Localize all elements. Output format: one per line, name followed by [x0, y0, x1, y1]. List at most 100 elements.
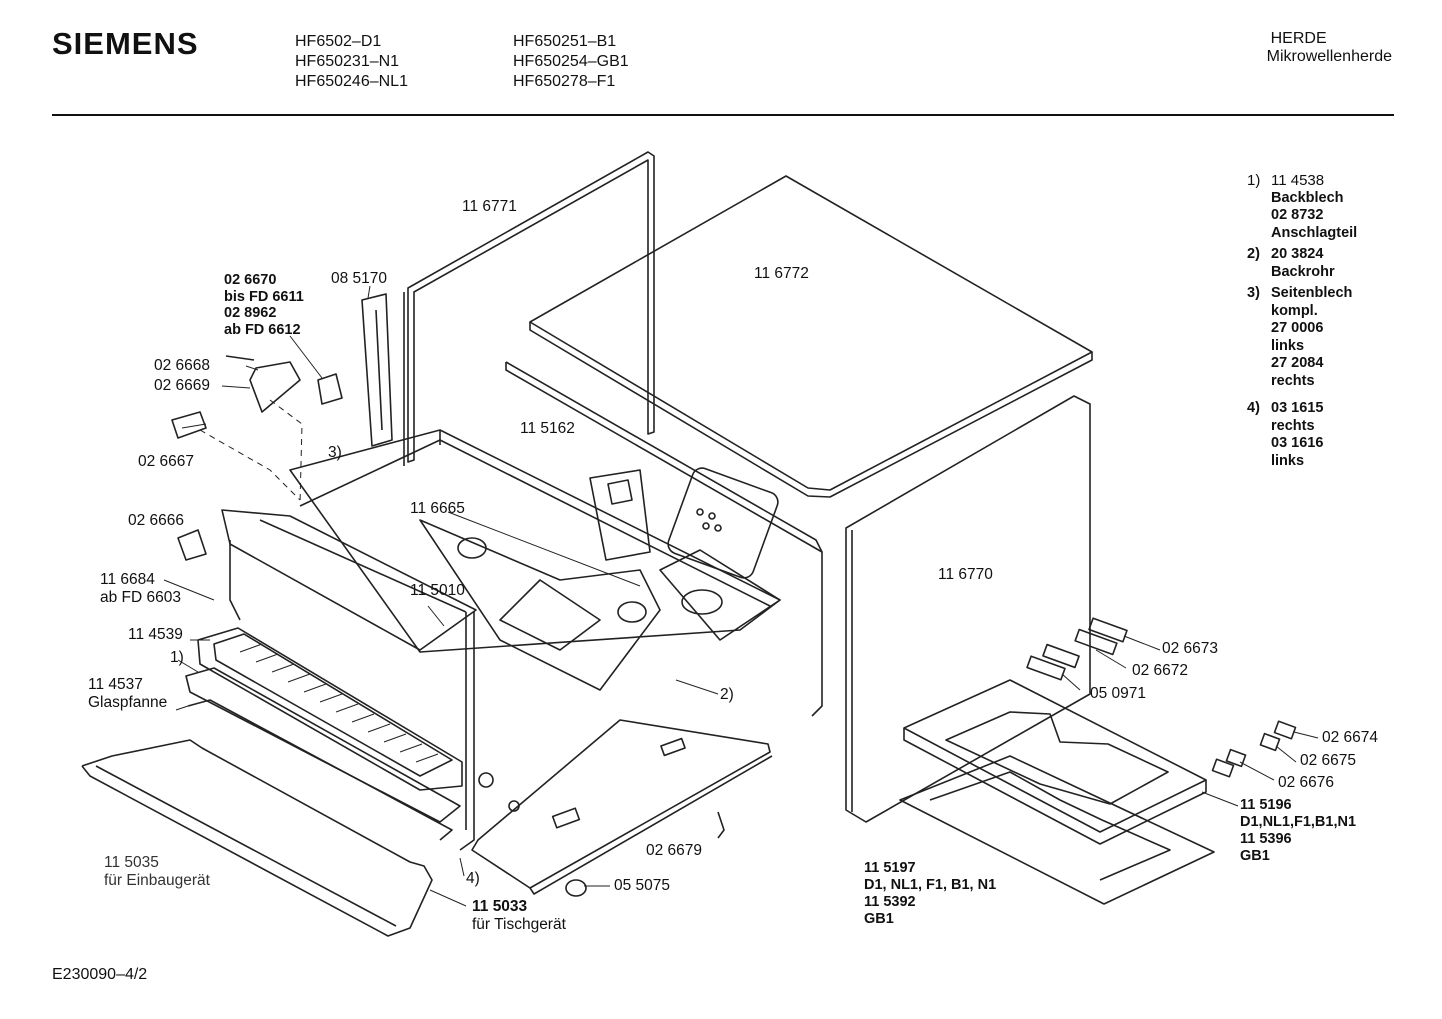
legend-line: kompl.: [1271, 302, 1318, 319]
dashed-lines: [199, 399, 303, 505]
legend-line: Backblech: [1271, 189, 1344, 206]
label-026669: 02 6669: [154, 377, 211, 394]
label-026666: 02 6666: [128, 512, 185, 529]
part-line: GB1: [864, 911, 894, 927]
label-085170: 08 5170: [331, 270, 388, 287]
label-115033-block: 11 5033 für Tischgerät: [472, 898, 566, 934]
parts-legend: 1) 11 4538 Backblech 02 8732 Anschlagtei…: [1247, 172, 1357, 474]
legend-line: rechts: [1271, 372, 1315, 389]
label-116665: 11 6665: [410, 500, 465, 517]
label-055075: 05 5075: [614, 877, 671, 894]
model-list-2: HF650251–B1 HF650254–GB1 HF650278–F1: [513, 32, 629, 92]
label-114539: 11 4539: [128, 626, 183, 643]
model-list-1: HF6502–D1 HF650231–N1 HF650246–NL1: [295, 32, 408, 92]
part-line: ab FD 6603: [100, 589, 181, 606]
legend-line: 11 4538: [1271, 172, 1325, 189]
legend-number: 4): [1247, 400, 1260, 416]
part-line: bis FD 6611: [224, 288, 304, 305]
part-line: GB1: [1240, 848, 1270, 864]
magnetron-part: [419, 519, 781, 691]
side-panel-part: [845, 395, 1091, 823]
legend-line: 03 1616: [1271, 435, 1324, 451]
part-line: 11 5196: [1240, 797, 1292, 813]
back-panel-part: [505, 361, 823, 717]
legend-row: 1) 11 4538 Backblech 02 8732 Anschlagtei…: [1247, 172, 1357, 242]
legend-line: Backrohr: [1271, 263, 1335, 280]
legend-line: 27 0006: [1271, 320, 1324, 336]
legend-row: 2) 20 3824 Backrohr: [1247, 246, 1357, 281]
part-line: D1,NL1,F1,B1,N1: [1240, 814, 1357, 830]
ref-2: 2): [720, 686, 734, 703]
oven-cavity-part: [221, 429, 781, 851]
part-line: 11 5033: [472, 898, 528, 915]
label-026675: 02 6675: [1300, 752, 1357, 769]
model-number: HF6502–D1: [295, 33, 382, 50]
label-115010: 11 5010: [410, 582, 465, 599]
part-line: 11 6684: [100, 571, 155, 588]
part-line: 11 5035: [104, 854, 159, 871]
legend-text: 03 1615 rechts 03 1616 links: [1271, 400, 1323, 470]
label-115162: 11 5162: [520, 420, 575, 437]
legend-line: links: [1271, 337, 1305, 354]
part-line: 02 8962: [224, 305, 277, 321]
label-026670-block: 02 6670 bis FD 6611 02 8962 ab FD 6612: [224, 272, 304, 338]
label-026673: 02 6673: [1162, 640, 1219, 657]
label-116684-block: 11 6684 ab FD 6603: [100, 571, 181, 607]
model-number: HF650251–B1: [513, 33, 617, 50]
part-line: für Einbaugerät: [104, 872, 210, 889]
part-line: 02 6670: [224, 272, 277, 288]
legend-row: 4) 03 1615 rechts 03 1616 links: [1247, 400, 1357, 470]
legend-line: 03 1615: [1271, 400, 1324, 416]
label-114537-block: 11 4537 Glaspfanne: [88, 676, 167, 712]
bracket-part: [361, 293, 393, 447]
ref-3: 3): [328, 444, 342, 461]
legend-row: 3) Seitenblech kompl. 27 0006 links 27 2…: [1247, 285, 1357, 390]
legend-text: 20 3824 Backrohr: [1271, 246, 1335, 281]
category-subtitle: Mikrowellenherde: [1266, 48, 1392, 65]
leader-lines: [163, 285, 1319, 907]
header-rule: [52, 114, 1394, 116]
category-title: HERDE: [1270, 30, 1327, 47]
legend-line: 20 3824: [1271, 246, 1324, 262]
part-line: D1, NL1, F1, B1, N1: [864, 877, 997, 893]
model-number: HF650278–F1: [513, 73, 616, 90]
floor-plate-part: [899, 679, 1215, 905]
label-115197-block: 11 5197 D1, NL1, F1, B1, N1 11 5392 GB1: [864, 860, 996, 928]
ref-4: 4): [466, 870, 480, 887]
label-115035-block: 11 5035 für Einbaugerät: [104, 854, 210, 890]
model-number: HF650246–NL1: [295, 73, 408, 90]
category-block: HERDE Mikrowellenherde: [1267, 30, 1392, 66]
label-026667: 02 6667: [138, 453, 195, 470]
part-line: 11 5396: [1240, 831, 1292, 847]
model-number: HF650231–N1: [295, 53, 400, 70]
label-116770: 11 6770: [938, 566, 993, 583]
label-116772: 11 6772: [754, 265, 809, 282]
legend-line: 27 2084: [1271, 355, 1324, 371]
legend-line: Anschlagteil: [1271, 224, 1358, 241]
legend-line: links: [1271, 452, 1305, 469]
label-026674: 02 6674: [1322, 729, 1379, 746]
door-frame-part: [403, 151, 655, 466]
legend-number: 2): [1247, 246, 1260, 262]
legend-line: 02 8732: [1271, 207, 1324, 223]
part-line: 11 5392: [864, 894, 916, 910]
top-cover-part: [529, 175, 1093, 491]
legend-number: 1): [1247, 172, 1261, 189]
baking-tray-part: [197, 627, 463, 791]
label-026672: 02 6672: [1132, 662, 1189, 679]
label-026676: 02 6676: [1278, 774, 1335, 791]
legend-number: 3): [1247, 285, 1260, 301]
legend-text: 11 4538 Backblech 02 8732 Anschlagteil: [1271, 172, 1357, 242]
legend-line: rechts: [1271, 417, 1315, 434]
label-116771: 11 6771: [462, 198, 517, 215]
label-026668: 02 6668: [154, 357, 211, 374]
part-line: 11 4537: [88, 676, 143, 693]
part-line: 11 5197: [864, 860, 916, 876]
base-plate-part: [471, 719, 773, 895]
part-line: Glaspfanne: [88, 694, 168, 711]
ref-1: 1): [170, 649, 184, 666]
model-number: HF650254–GB1: [513, 53, 629, 70]
part-line: ab FD 6612: [224, 321, 301, 338]
legend-line: Seitenblech: [1271, 285, 1353, 301]
